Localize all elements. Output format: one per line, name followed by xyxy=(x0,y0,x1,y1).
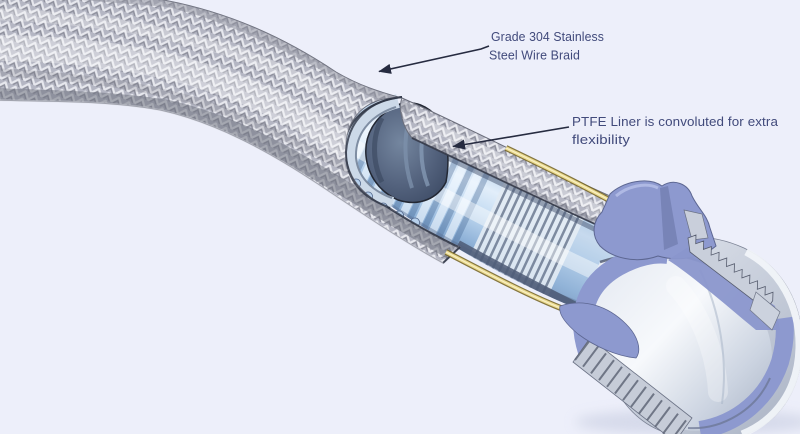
socket-top-highlight xyxy=(615,183,659,198)
cut-face-inner-edge xyxy=(354,106,397,199)
liner-leader-line xyxy=(452,126,570,150)
braid-cut-edge xyxy=(344,96,459,248)
thread-end-collar xyxy=(749,291,781,331)
fitting-lower-skirt xyxy=(559,302,640,359)
braid-label: Grade 304 Stainless Steel Wire Braid xyxy=(489,29,608,63)
socket-facet-shade xyxy=(660,186,678,250)
stainless-steel-wire-braid xyxy=(0,0,670,264)
braid-bottom-rim-light xyxy=(0,99,444,264)
corrugation-highlights xyxy=(335,92,496,273)
lower-thread-ribs xyxy=(574,339,687,434)
liner-label-line1: PTFE Liner is convoluted for extra xyxy=(572,114,779,129)
upper-thread-teeth xyxy=(687,234,774,311)
outer-rim-highlight xyxy=(740,248,800,434)
socket-silver-facet xyxy=(683,209,709,241)
bore-bottom-edge xyxy=(687,377,771,430)
bore-sheen xyxy=(666,276,728,402)
interior-shadow xyxy=(372,116,385,184)
end-fitting xyxy=(559,180,800,434)
wire-bottom-highlight xyxy=(445,251,567,311)
liner-label: PTFE Liner is convoluted for extra flexi… xyxy=(572,114,782,147)
braid-label-line1: Grade 304 Stainless xyxy=(491,29,604,44)
braid-label-line2: Steel Wire Braid xyxy=(489,48,580,63)
liner-label-line2: flexibility xyxy=(572,132,630,147)
collar-ribs xyxy=(460,157,593,318)
fitting-socket xyxy=(593,180,717,261)
annotations: Grade 304 Stainless Steel Wire Braid PTF… xyxy=(378,29,782,150)
braid-mid-highlight xyxy=(0,35,375,170)
braid-leader-line xyxy=(378,45,490,74)
braid-upper-sheen xyxy=(0,8,360,116)
braid-bottom-shadow xyxy=(0,88,456,259)
braid-top-shade xyxy=(0,0,413,115)
braid-shading xyxy=(0,0,663,259)
braid-strand-groove xyxy=(0,68,374,186)
